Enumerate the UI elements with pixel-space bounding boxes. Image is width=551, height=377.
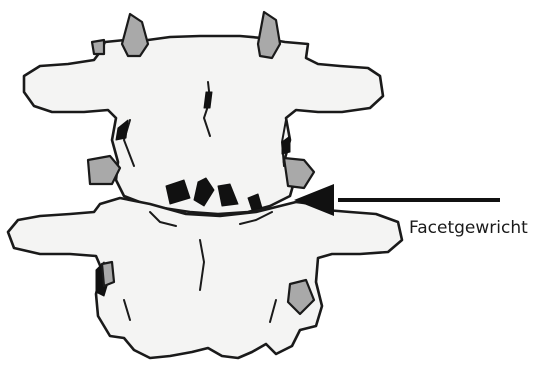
upper-vertebra [24, 12, 383, 214]
facet-joint-label: Facetgewricht [409, 218, 528, 238]
lower-vertebra [8, 198, 402, 358]
right-facet-joint [284, 158, 314, 188]
right-superior-process [258, 12, 280, 58]
arrow-icon [294, 184, 500, 216]
left-facet-joint [88, 156, 120, 184]
left-superior-process [122, 14, 148, 56]
